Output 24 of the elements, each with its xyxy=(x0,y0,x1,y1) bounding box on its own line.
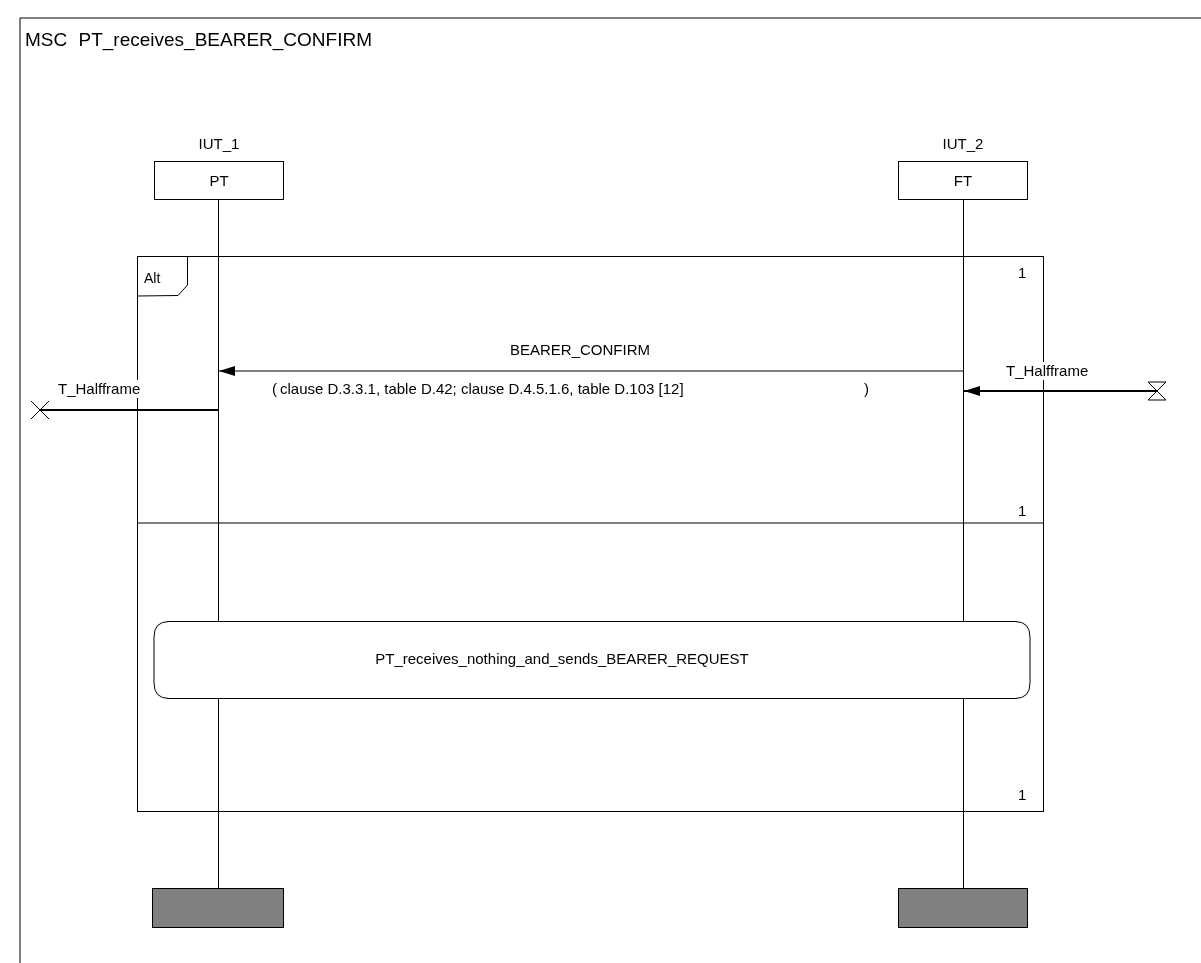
instance-label: IUT_2 xyxy=(942,135,984,153)
reference-note: clause D.3.3.1, table D.42; clause D.4.5.1.6, table D.103 [12] xyxy=(280,380,684,398)
timer-start-icon xyxy=(1147,381,1167,401)
bracket-mark: ( xyxy=(272,380,277,398)
instance-name: PT xyxy=(209,172,229,190)
message-label: T_Halfframe xyxy=(1006,362,1089,380)
message-label: T_Halfframe xyxy=(58,380,141,398)
bracket-mark: ) xyxy=(864,380,869,398)
end-bar xyxy=(152,888,284,928)
condition-number: 1 xyxy=(1018,502,1027,520)
instance-label: IUT_1 xyxy=(198,135,240,153)
operator-label: Alt xyxy=(144,269,161,287)
reference-box xyxy=(153,621,1031,699)
diagram-title: MSC PT_receives_BEARER_CONFIRM xyxy=(25,28,373,52)
condition-number: 1 xyxy=(1018,264,1027,282)
message-arrow xyxy=(218,366,964,376)
reference-label: PT_receives_nothing_and_sends_BEARER_REQUEST xyxy=(375,650,749,668)
condition-number: 1 xyxy=(1018,786,1027,804)
end-bar xyxy=(898,888,1028,928)
instance-box xyxy=(898,161,1028,200)
instance-box xyxy=(154,161,284,200)
message-arrow xyxy=(963,386,1158,396)
instance-name: FT xyxy=(953,172,973,190)
timer-stop-icon xyxy=(30,400,50,420)
